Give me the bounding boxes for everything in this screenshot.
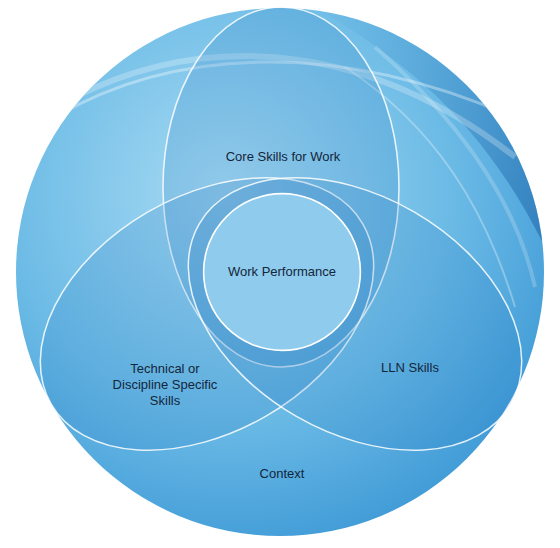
ellipse (140, 122, 560, 506)
node-label: LLN Skills (381, 360, 439, 376)
node-label: Work Performance (228, 264, 336, 280)
centre-circle: Work Performance (202, 192, 362, 352)
text-slot: LLN Skills (355, 338, 465, 398)
circle (204, 194, 361, 351)
node-label: Technical or Discipline Specific Skills (105, 361, 225, 409)
node-label: Core Skills for Work (226, 149, 341, 165)
circle-content: Work Performance (202, 192, 362, 352)
node-label: Context (260, 466, 305, 482)
text-slot: Technical or Discipline Specific Skills (105, 355, 225, 415)
text-slot: Context (222, 444, 342, 504)
context-sphere: Context Core Skills for WorkTechnical or … (15, 7, 545, 537)
